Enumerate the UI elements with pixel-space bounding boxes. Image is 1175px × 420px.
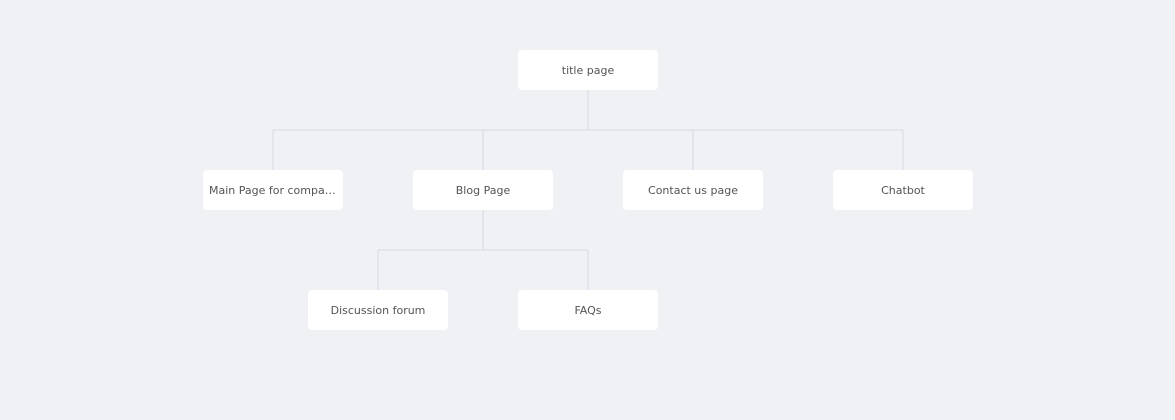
node-main-page[interactable]: Main Page for comparsi... <box>203 170 343 210</box>
node-title-page[interactable]: title page <box>518 50 658 90</box>
node-label: Contact us page <box>648 183 738 197</box>
node-label: FAQs <box>574 303 602 317</box>
node-label: Main Page for comparsi... <box>209 183 337 197</box>
node-label: Chatbot <box>881 183 925 197</box>
node-contact-us-page[interactable]: Contact us page <box>623 170 763 210</box>
node-discussion-forum[interactable]: Discussion forum <box>308 290 448 330</box>
node-label: Blog Page <box>455 183 511 197</box>
node-chatbot[interactable]: Chatbot <box>833 170 973 210</box>
node-label: Discussion forum <box>330 303 426 317</box>
node-faqs[interactable]: FAQs <box>518 290 658 330</box>
node-label: title page <box>561 63 615 77</box>
node-blog-page[interactable]: Blog Page <box>413 170 553 210</box>
